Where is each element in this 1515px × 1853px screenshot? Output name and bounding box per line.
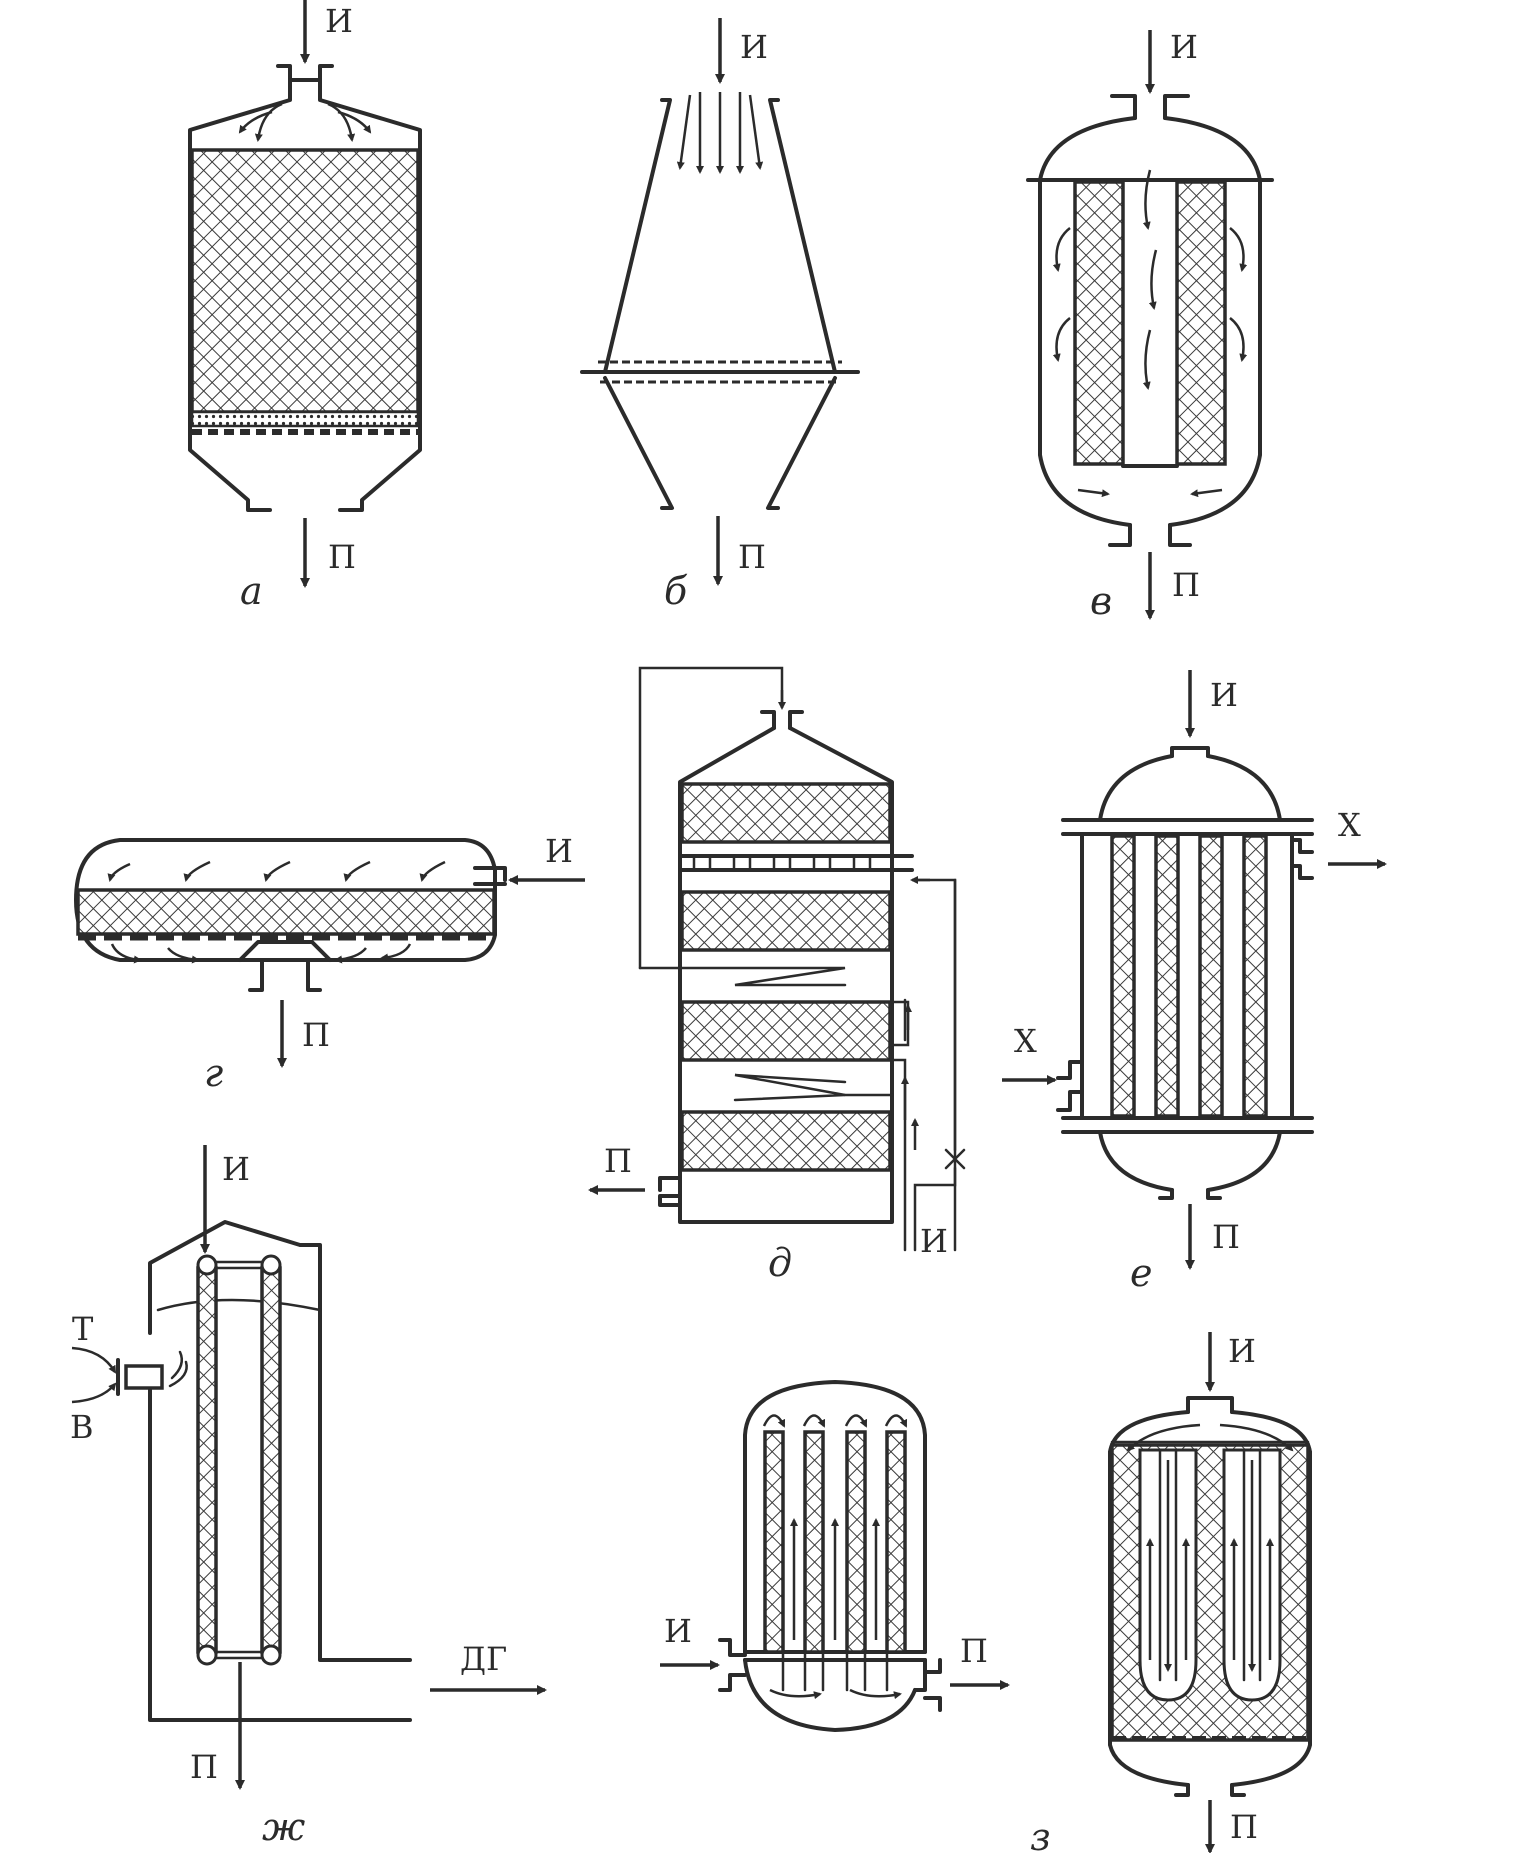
catalyst-bed-3 xyxy=(680,1000,892,1062)
label-in: И xyxy=(1228,1332,1256,1370)
label-coolant-out: Х xyxy=(1338,806,1361,844)
catalyst-tube-2 xyxy=(1154,834,1180,1118)
catalyst-tube-left xyxy=(196,1266,218,1654)
reactor-b-gauze: И П б xyxy=(580,18,860,613)
label-out: П xyxy=(1172,566,1200,604)
reactor-g-horizontal: И П г xyxy=(74,832,585,1095)
label-out: П xyxy=(738,538,766,576)
label-flue-gas: ДГ xyxy=(460,1640,507,1678)
catalyst-bed-1 xyxy=(680,782,892,844)
caption-g: г xyxy=(204,1051,223,1095)
label-coolant-in: Х xyxy=(1014,1022,1037,1060)
reactor-z-bayonet-left: И П з xyxy=(660,1380,1051,1853)
catalyst-tube-2 xyxy=(803,1430,825,1654)
label-out: П xyxy=(1212,1218,1240,1256)
label-out: П xyxy=(302,1016,330,1054)
catalyst-tube-right xyxy=(260,1266,282,1654)
label-in: И xyxy=(740,28,768,66)
catalyst-bed-4 xyxy=(680,1110,892,1172)
caption-b: б xyxy=(664,569,688,613)
label-out: П xyxy=(1230,1808,1258,1846)
catalyst-bed-right xyxy=(1175,180,1227,466)
catalyst-tube-4 xyxy=(885,1430,907,1654)
label-air: В xyxy=(70,1408,94,1446)
catalyst-tube-1 xyxy=(763,1430,785,1654)
caption-z: з xyxy=(1030,1815,1051,1853)
catalyst-tube-3 xyxy=(845,1430,867,1654)
reactor-e-tubular: И Х Х П е xyxy=(1002,670,1387,1295)
caption-zh: ж xyxy=(262,1805,305,1849)
reactor-d-multibed: П И д xyxy=(588,666,966,1285)
label-in: И xyxy=(1170,28,1198,66)
catalyst-tube-4 xyxy=(1242,834,1268,1118)
label-out: П xyxy=(960,1632,988,1670)
caption-a: а xyxy=(240,569,263,613)
caption-v: в xyxy=(1090,579,1112,623)
reactor-zh-furnace: И Т В П ДГ ж xyxy=(70,1145,547,1849)
label-fuel: Т xyxy=(72,1310,94,1348)
catalyst-tube-3 xyxy=(1198,834,1224,1118)
catalyst-bed-2 xyxy=(680,890,892,952)
label-in: И xyxy=(222,1150,250,1188)
catalyst-bed xyxy=(76,888,496,936)
reactor-z-bayonet-right: И П xyxy=(1108,1332,1312,1853)
caption-e: е xyxy=(1130,1251,1153,1295)
label-in: И xyxy=(1210,676,1238,714)
label-in: И xyxy=(920,1222,948,1260)
catalyst-bed xyxy=(190,148,420,414)
reactor-a-fixed-bed: И П а xyxy=(188,0,422,613)
reactor-v-radial: И П в xyxy=(1026,28,1274,623)
label-in: И xyxy=(325,2,353,40)
label-in: И xyxy=(545,832,573,870)
support-layer xyxy=(190,410,420,428)
label-out: П xyxy=(190,1748,218,1786)
catalyst-tube-1 xyxy=(1110,834,1136,1118)
burner xyxy=(124,1364,164,1390)
label-out: П xyxy=(604,1142,632,1180)
caption-d: д xyxy=(768,1241,792,1285)
label-out: П xyxy=(328,538,356,576)
catalyst-bed-left xyxy=(1073,180,1125,466)
label-in: И xyxy=(664,1612,692,1650)
